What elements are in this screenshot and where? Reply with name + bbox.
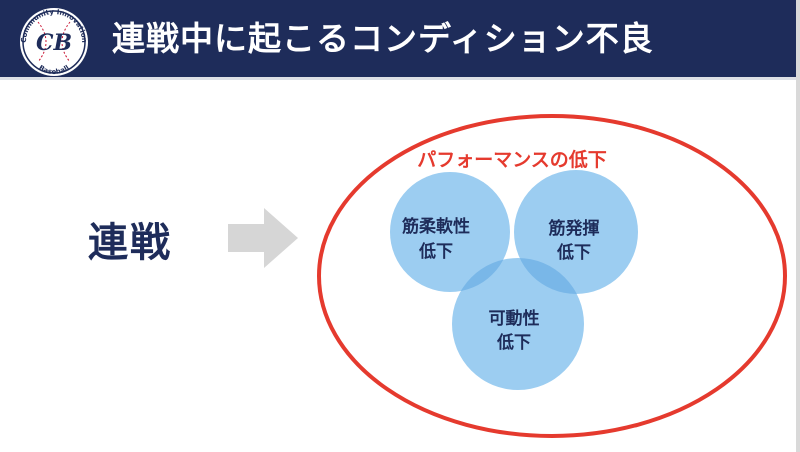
strength-label-line1: 筋発揮: [548, 218, 600, 239]
circle-mobility: [452, 258, 584, 390]
circle-strength: [514, 170, 638, 294]
performance-diagram: パフォーマンスの低下 筋柔軟性 低下 筋発揮 低下 可動性 低下: [317, 114, 787, 438]
logo-monogram: CB: [36, 30, 72, 56]
cause-label: 連戦: [88, 220, 172, 266]
svg-text:Baseball: Baseball: [37, 64, 71, 76]
header-bar: Community Innovation Baseball CB 連戦中に起こる…: [0, 0, 800, 77]
mobility-label-line2: 低下: [496, 332, 531, 353]
mobility-label-line1: 可動性: [489, 308, 540, 329]
flexibility-label-line1: 筋柔軟性: [401, 216, 470, 237]
strength-label-line2: 低下: [556, 242, 591, 263]
diagram-heading: パフォーマンスの低下: [417, 148, 607, 171]
window-edge: [796, 0, 800, 452]
outer-boundary: [317, 114, 787, 438]
page-title: 連戦中に起こるコンディション不良: [112, 19, 654, 58]
header-divider: [0, 77, 800, 80]
right-arrow-icon: [228, 208, 298, 268]
circle-flexibility: [390, 172, 510, 292]
flexibility-label-line2: 低下: [418, 241, 453, 262]
logo-text-bottom: Baseball: [37, 64, 71, 76]
logo-badge-icon: Community Innovation Baseball CB: [20, 8, 88, 76]
